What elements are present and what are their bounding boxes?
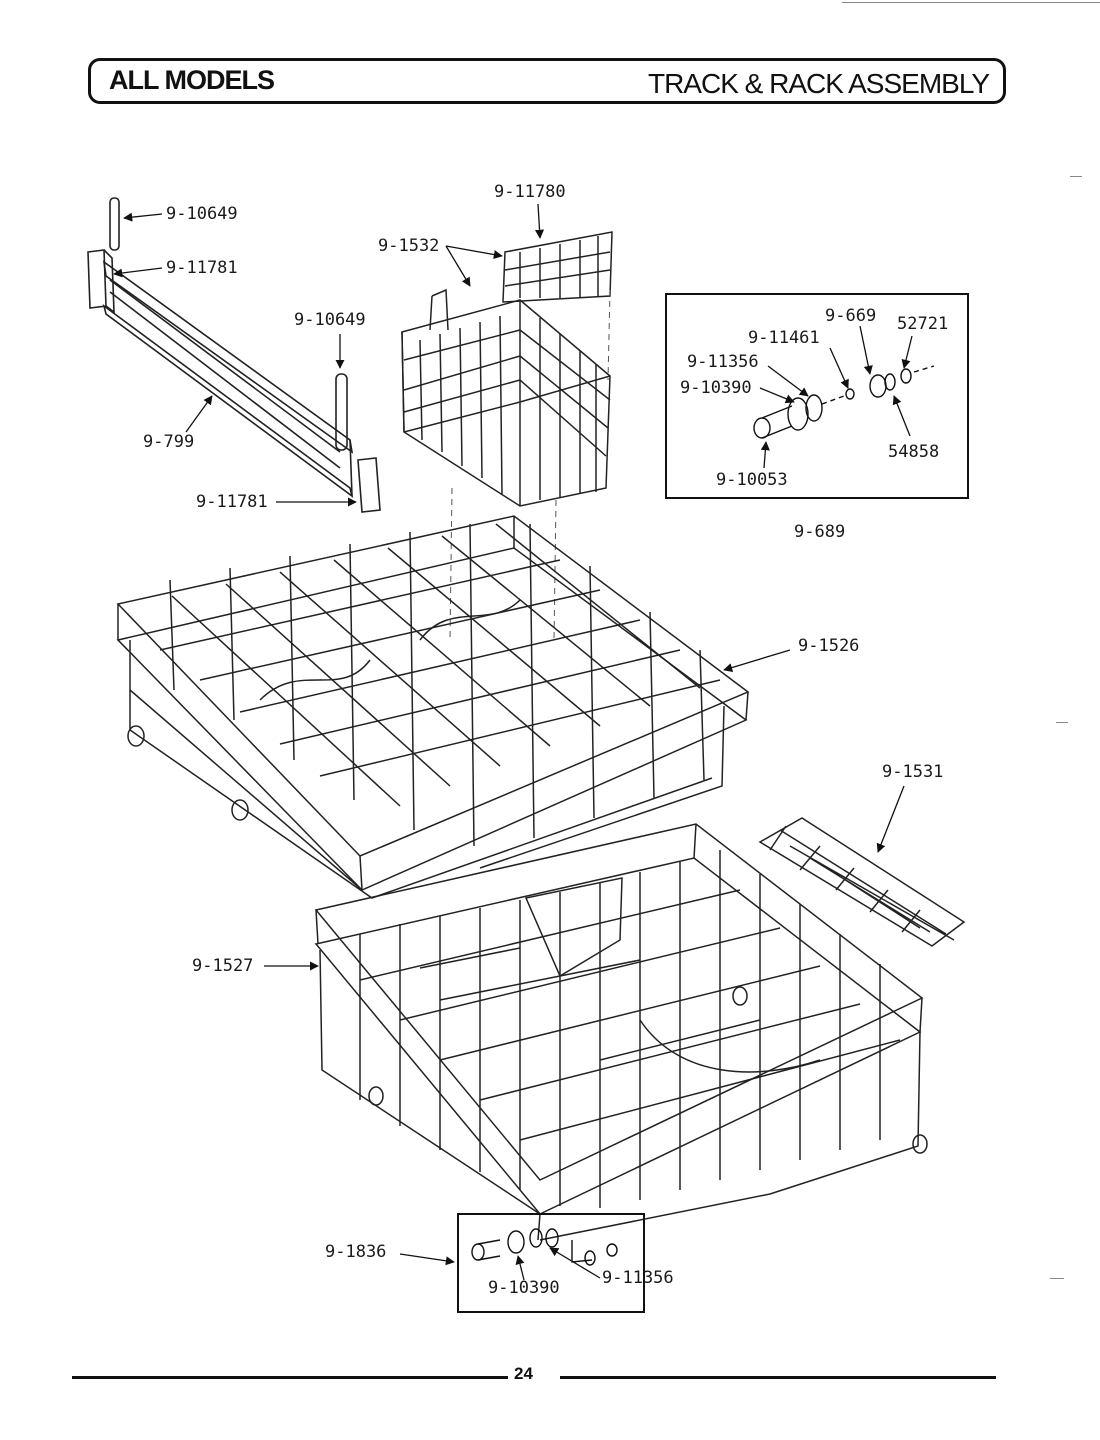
top-rule	[842, 2, 1100, 3]
label-roller-kit: 9-689	[794, 522, 846, 542]
label-lower-wheel: 9-10390	[488, 1278, 560, 1298]
label-lower-rack: 9-1527	[192, 956, 254, 976]
label-roller: 9-669	[825, 306, 877, 326]
page-number: 24	[514, 1364, 533, 1383]
label-upper-rack: 9-1526	[798, 636, 860, 656]
label-shelf: 9-1531	[882, 762, 944, 782]
label-lower-washer: 9-11356	[602, 1268, 674, 1288]
leader-lines	[113, 203, 913, 1281]
label-silverware-basket: 9-1532	[378, 236, 440, 256]
silverware-basket	[401, 231, 613, 507]
lower-roller-box	[457, 1213, 645, 1313]
fold-down-shelf	[758, 817, 966, 947]
label-endcap-right: 9-11781	[196, 492, 268, 512]
footer-rule-left	[72, 1376, 508, 1379]
roller-detail-box	[665, 293, 969, 499]
header-models: ALL MODELS	[109, 65, 275, 95]
label-track-rail: 9-799	[143, 432, 195, 452]
label-axle: 9-10053	[716, 470, 788, 490]
upper-rack	[116, 515, 750, 899]
label-washer: 9-11461	[748, 328, 820, 348]
lower-rack	[314, 823, 928, 1241]
label-bearing: 54858	[888, 442, 940, 462]
footer-rule-right	[560, 1376, 996, 1379]
label-retainer: 52721	[897, 314, 949, 334]
assembly-guide-lines	[449, 289, 611, 641]
margin-mark	[1070, 176, 1082, 177]
label-roller-axle-washer: 9-11356	[687, 352, 759, 372]
page-header: ALL MODELS TRACK & RACK ASSEMBLY	[88, 58, 1006, 104]
track-rail	[87, 197, 381, 513]
label-pin-top: 9-10649	[166, 204, 238, 224]
header-title: TRACK & RACK ASSEMBLY	[647, 68, 990, 99]
label-endcap-left: 9-11781	[166, 258, 238, 278]
label-basket-lid: 9-11780	[494, 182, 566, 202]
label-lower-roller-kit: 9-1836	[325, 1242, 387, 1262]
margin-mark	[1050, 1278, 1064, 1279]
label-wheel: 9-10390	[680, 378, 752, 398]
margin-mark	[1056, 722, 1068, 723]
label-pin-right: 9-10649	[294, 310, 366, 330]
